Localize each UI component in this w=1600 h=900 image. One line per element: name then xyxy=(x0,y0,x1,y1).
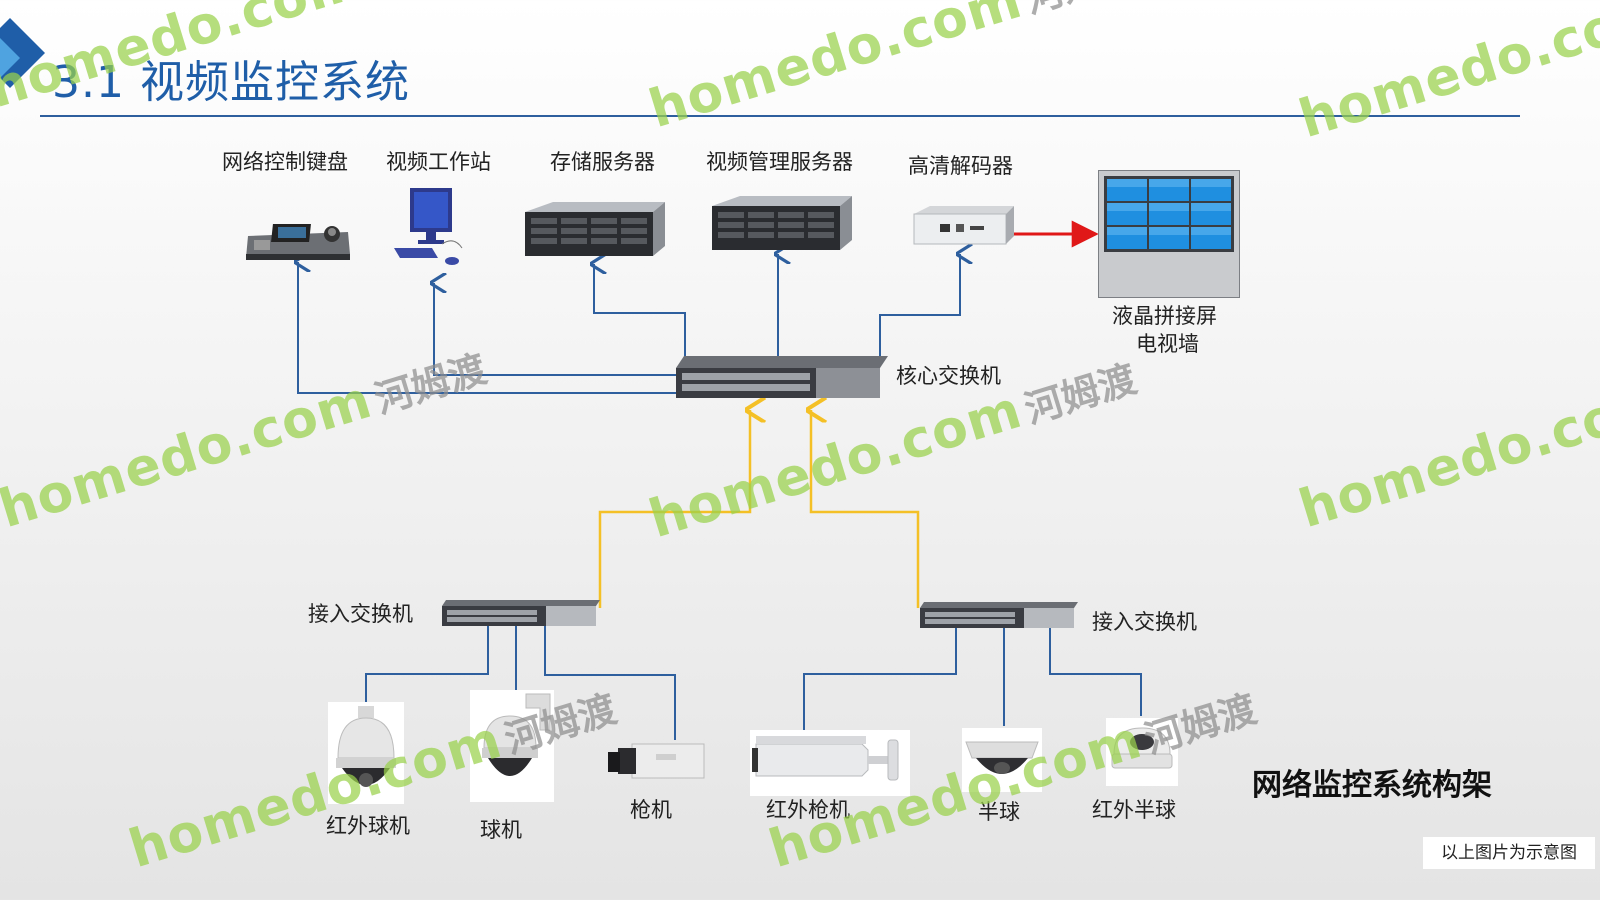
dome-camera-icon xyxy=(470,690,554,802)
access-switch-left-label: 接入交换机 xyxy=(308,602,413,626)
ir-dome-camera-icon xyxy=(328,702,404,804)
link-storage xyxy=(594,264,686,363)
access-switch-right-icon xyxy=(920,602,1078,628)
link-ir-bullet xyxy=(803,628,957,736)
link-workstation xyxy=(434,283,680,376)
decoder-icon xyxy=(913,206,1014,245)
uplink-right xyxy=(811,410,920,608)
access-switch-left-icon xyxy=(442,600,600,626)
ir-dome-camera-label: 红外球机 xyxy=(326,814,410,838)
tv-wall-label-line1: 液晶拼接屏 xyxy=(1112,304,1217,328)
tv-wall-label-line2: 电视墙 xyxy=(1136,332,1199,356)
management-server-label: 视频管理服务器 xyxy=(706,150,853,174)
ir-half-dome-camera-icon xyxy=(1106,718,1178,786)
core-switch-icon xyxy=(676,356,888,398)
keyboard-icon xyxy=(246,224,350,260)
management-server-icon xyxy=(712,196,852,250)
dome-camera-label: 球机 xyxy=(480,818,522,842)
diagram-caption: 网络监控系统构架 xyxy=(1252,768,1492,803)
box-camera-label: 枪机 xyxy=(630,798,672,822)
core-switch-label: 核心交换机 xyxy=(896,364,1001,388)
box-camera-icon xyxy=(608,743,705,779)
link-box-cam xyxy=(544,622,676,740)
access-switch-right-label: 接入交换机 xyxy=(1092,610,1197,634)
half-dome-camera-label: 半球 xyxy=(978,800,1020,824)
storage-server-icon xyxy=(525,202,665,256)
link-decoder xyxy=(879,254,960,363)
half-dome-camera-icon xyxy=(962,728,1042,792)
corner-diamond-icon xyxy=(0,18,45,88)
link-keyboard xyxy=(298,262,680,394)
title-divider xyxy=(40,115,1520,117)
page-title: 3.1 视频监控系统 xyxy=(52,57,410,108)
storage-server-label: 存储服务器 xyxy=(550,150,655,174)
ir-half-dome-camera-label: 红外半球 xyxy=(1092,798,1176,822)
workstation-label: 视频工作站 xyxy=(386,150,491,174)
decoder-label: 高清解码器 xyxy=(908,154,1013,178)
uplink-left xyxy=(598,410,750,608)
link-ir-half-dome xyxy=(1049,628,1142,716)
tv-wall-icon xyxy=(1098,170,1240,298)
ir-bullet-camera-icon xyxy=(750,730,910,796)
link-ir-dome xyxy=(365,622,489,704)
illustration-note: 以上图片为示意图 xyxy=(1423,837,1595,869)
keyboard-label: 网络控制键盘 xyxy=(222,150,348,174)
workstation-icon xyxy=(394,188,463,265)
ir-bullet-camera-label: 红外枪机 xyxy=(766,798,850,822)
